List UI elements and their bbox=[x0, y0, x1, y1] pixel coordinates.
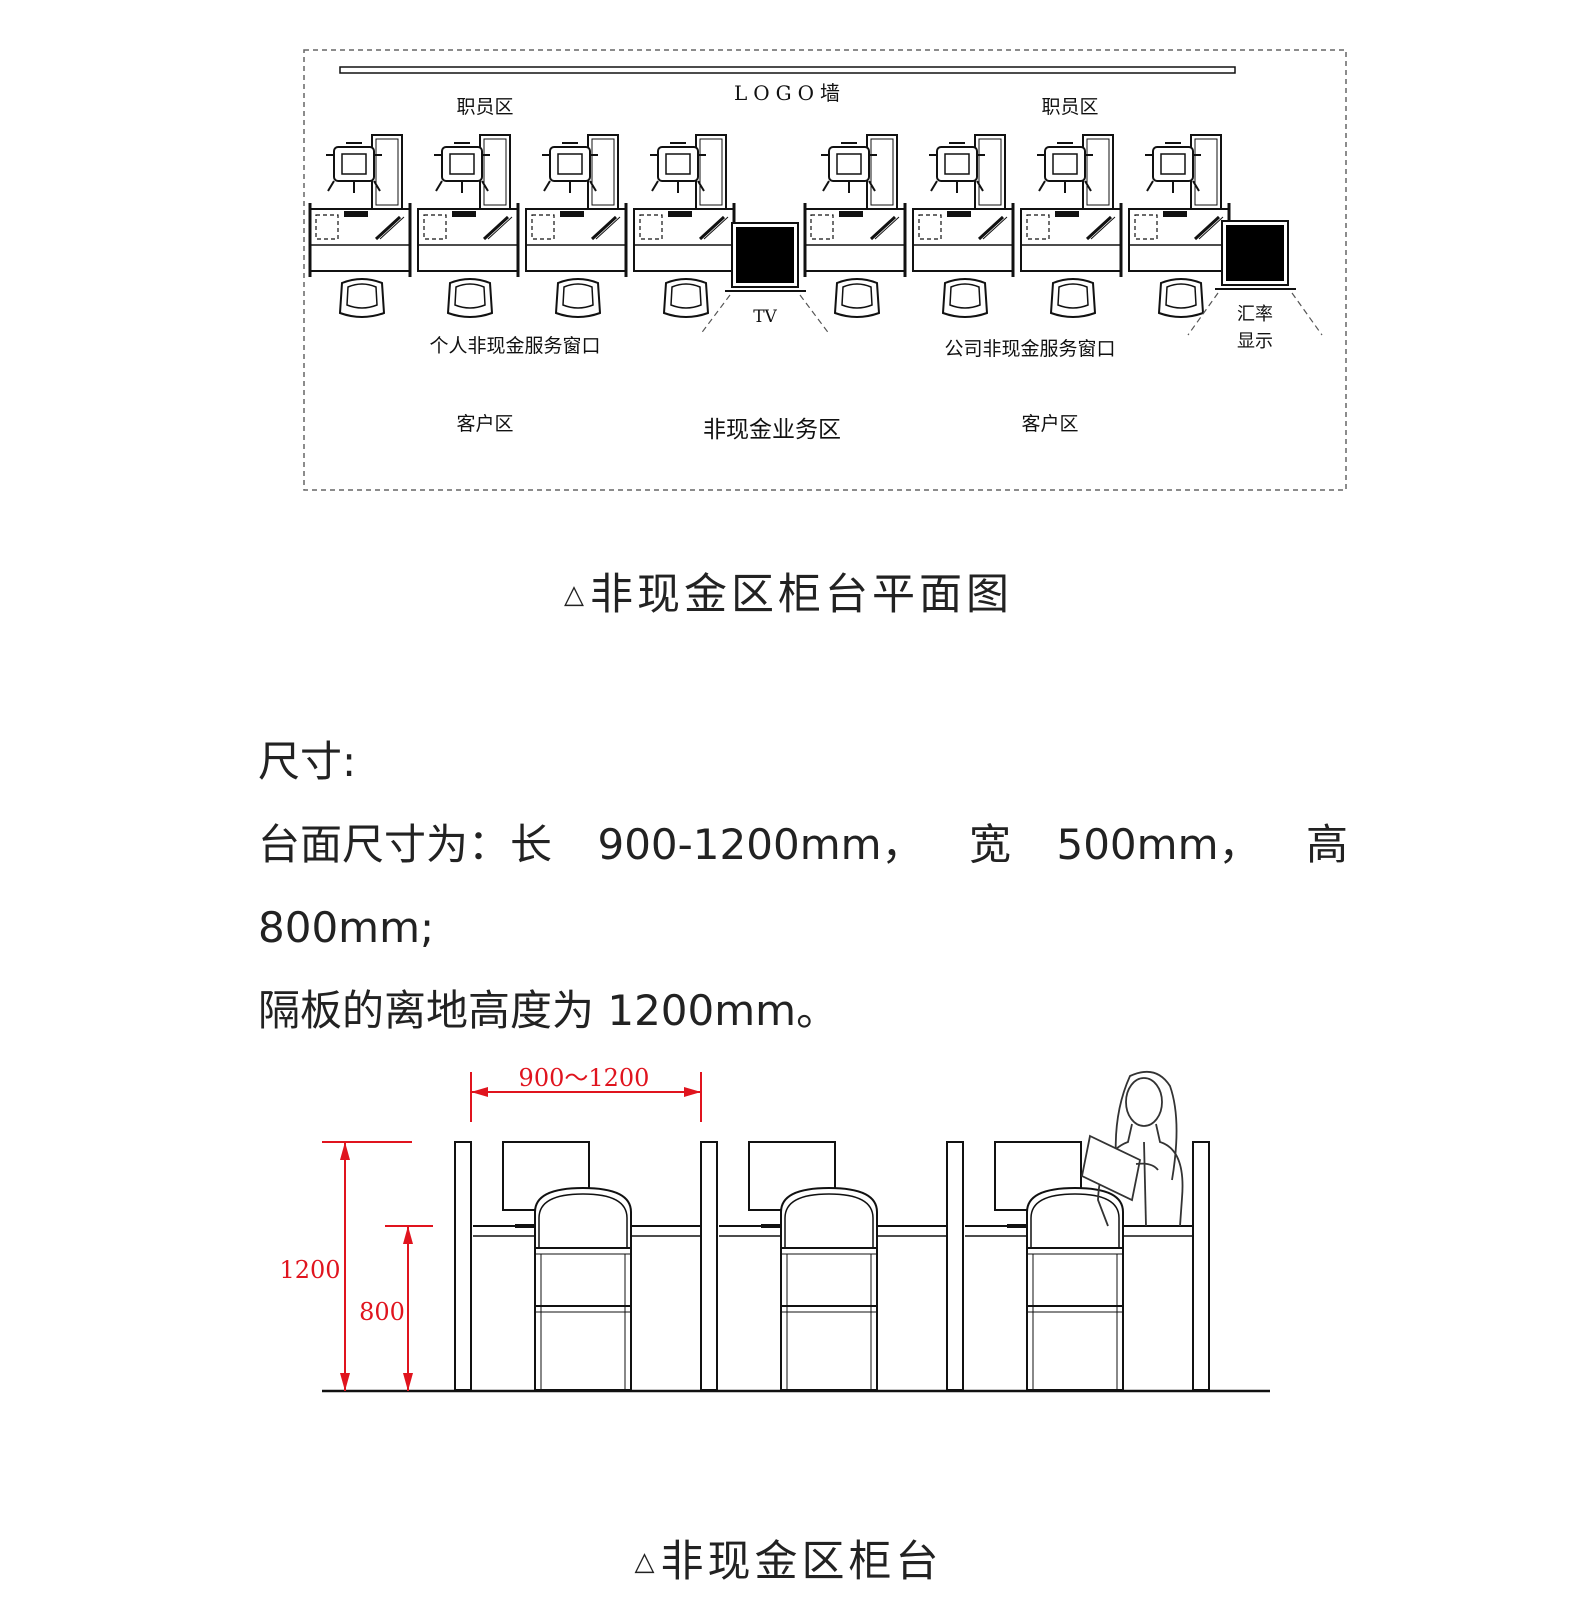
company-window-label: 公司非现金服务窗口 bbox=[944, 338, 1115, 360]
dimension-spec: 尺寸: 台面尺寸为：长 900-1200mm， 宽 500mm， 高 800mm… bbox=[258, 720, 1348, 1052]
spec-line-2: 800mm; bbox=[258, 903, 435, 952]
rate-display-label-1: 汇率 bbox=[1237, 304, 1273, 325]
dimension-lines bbox=[322, 1072, 702, 1391]
spec-line-1: 台面尺寸为：长 900-1200mm， 宽 500mm， 高 bbox=[258, 803, 1348, 886]
elevation-caption-text: 非现金区柜台 bbox=[660, 1537, 943, 1587]
tv-label: TV bbox=[753, 307, 777, 327]
rate-display-screen bbox=[1187, 220, 1323, 336]
counter-elevation: 900～1200 1200 800 bbox=[279, 1064, 1270, 1393]
plan-caption-text: 非现金区柜台平面图 bbox=[590, 570, 1013, 620]
height-1200-label: 1200 bbox=[279, 1256, 340, 1284]
elevation-caption: △非现金区柜台 bbox=[0, 1527, 1577, 1589]
spec-part-4: 500mm， bbox=[1056, 820, 1261, 869]
tv-screen bbox=[699, 222, 831, 336]
height-800-label: 800 bbox=[359, 1298, 405, 1326]
customer-zone-right: 客户区 bbox=[1021, 413, 1078, 435]
business-area-label: 非现金业务区 bbox=[703, 417, 841, 443]
customer-zone-left: 客户区 bbox=[456, 413, 513, 435]
spec-heading: 尺寸: bbox=[258, 737, 357, 786]
triangle-icon: △ bbox=[634, 1547, 659, 1577]
triangle-icon: △ bbox=[564, 580, 588, 610]
desk-group-right bbox=[803, 133, 1231, 318]
spec-part-5: 高 bbox=[1305, 820, 1348, 869]
staff-figure bbox=[1080, 1070, 1184, 1227]
staff-zone-left: 职员区 bbox=[456, 96, 513, 118]
spec-part-1: 台面尺寸为：长 bbox=[258, 820, 553, 869]
spec-part-3: 宽 bbox=[969, 820, 1012, 869]
width-dimension-label: 900～1200 bbox=[519, 1064, 650, 1092]
counter-floor-plan: LOGO墙 职员区 职员区 TV 汇率 显示 个人非现 bbox=[303, 49, 1347, 491]
plan-caption: △非现金区柜台平面图 bbox=[0, 560, 1577, 622]
rate-display-label-2: 显示 bbox=[1237, 331, 1273, 352]
staff-zone-right: 职员区 bbox=[1041, 96, 1098, 118]
spec-part-2: 900-1200mm， bbox=[597, 820, 924, 869]
logo-wall-label: LOGO墙 bbox=[734, 81, 846, 105]
personal-window-label: 个人非现金服务窗口 bbox=[429, 335, 600, 357]
spec-line-3: 隔板的离地高度为 1200mm。 bbox=[258, 986, 839, 1035]
desk-group-left bbox=[308, 133, 736, 318]
